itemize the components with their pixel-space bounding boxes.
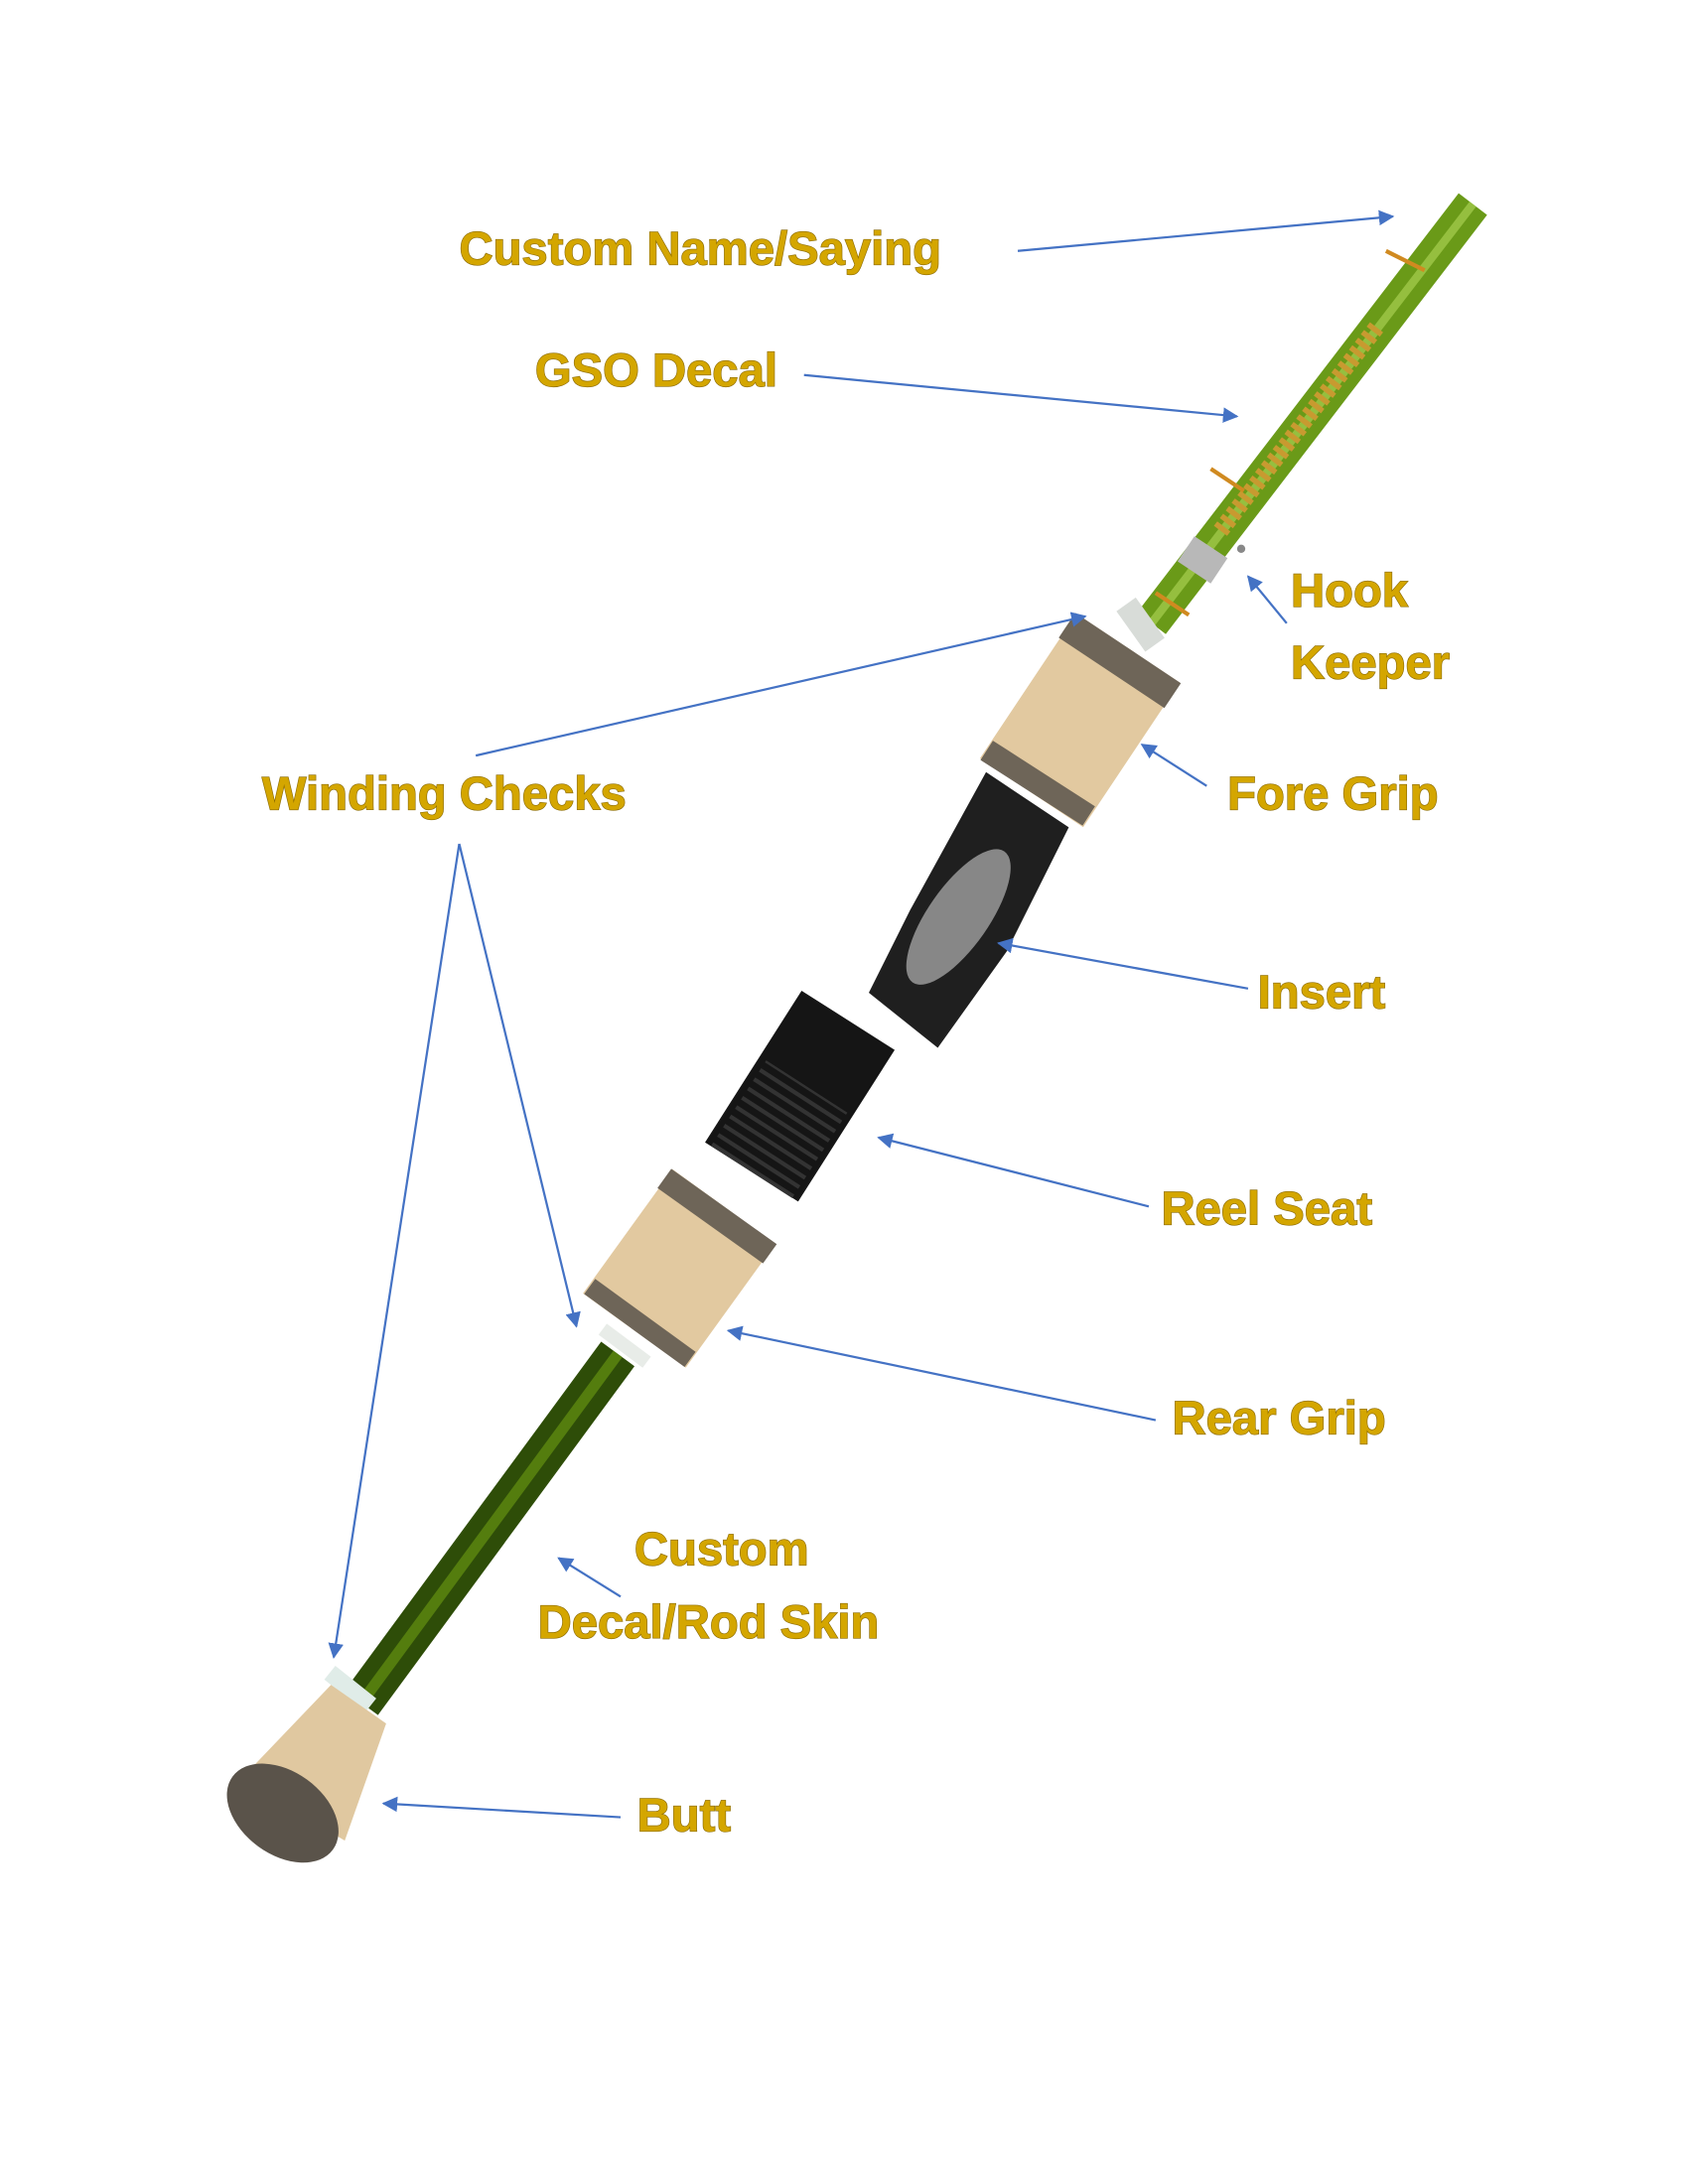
label-custom-name: Custom Name/Saying bbox=[460, 223, 941, 276]
arrow-custom-decal bbox=[557, 1557, 622, 1598]
callout-labels: Custom Name/Saying GSO Decal Hook Keeper… bbox=[261, 222, 1450, 1843]
butt-cork bbox=[241, 1685, 386, 1842]
label-winding-checks: Winding Checks bbox=[262, 767, 627, 820]
arrow-hook-keeper bbox=[1246, 575, 1288, 624]
arrow-fore-grip bbox=[1140, 744, 1207, 787]
label-gso-decal: GSO Decal bbox=[535, 344, 777, 397]
arrow-reel-seat bbox=[877, 1133, 1150, 1208]
hook-keeper-band bbox=[1177, 536, 1228, 584]
winding-check-upper bbox=[1116, 597, 1165, 652]
arrow-winding-check-middle bbox=[458, 843, 581, 1328]
label-rear-grip: Rear Grip bbox=[1173, 1392, 1386, 1444]
winding-check-middle bbox=[598, 1323, 651, 1368]
label-custom-decal-line2: Decal/Rod Skin bbox=[538, 1596, 880, 1649]
label-butt: Butt bbox=[637, 1789, 732, 1842]
label-reel-seat: Reel Seat bbox=[1161, 1182, 1372, 1235]
arrow-winding-check-lower bbox=[328, 843, 461, 1659]
thread-wrap bbox=[1384, 248, 1426, 273]
winding-check-lower bbox=[324, 1665, 376, 1712]
gso-decal bbox=[1213, 319, 1386, 536]
fishing-rod bbox=[226, 193, 1487, 1863]
arrow-custom-name bbox=[1017, 209, 1395, 252]
arrow-winding-check-upper bbox=[475, 612, 1087, 757]
label-custom-decal-line1: Custom bbox=[634, 1523, 809, 1575]
label-hook-keeper-line2: Keeper bbox=[1291, 636, 1450, 689]
callout-arrows bbox=[328, 209, 1395, 1819]
hook-keeper bbox=[1236, 544, 1246, 553]
thread-wrap bbox=[1154, 591, 1191, 617]
arrow-rear-grip bbox=[726, 1325, 1157, 1422]
arrow-gso-decal bbox=[803, 373, 1239, 423]
arrow-insert bbox=[997, 937, 1249, 990]
thread-wrap bbox=[1209, 467, 1245, 493]
carbon-insert-icon bbox=[906, 849, 1011, 985]
rear-grip bbox=[583, 1168, 775, 1368]
butt-cap bbox=[226, 1763, 339, 1863]
label-hook-keeper-line1: Hook bbox=[1291, 565, 1409, 617]
label-fore-grip: Fore Grip bbox=[1227, 767, 1439, 820]
arrow-butt bbox=[381, 1796, 622, 1819]
label-insert: Insert bbox=[1258, 966, 1386, 1019]
